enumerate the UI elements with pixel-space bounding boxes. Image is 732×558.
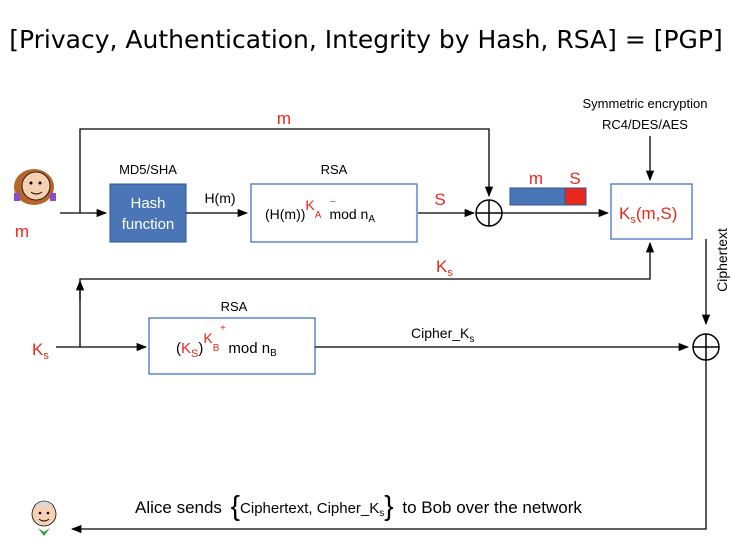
send-pre: Alice sends — [135, 498, 222, 517]
page-title: [Privacy, Authentication, Integrity by H… — [9, 25, 723, 54]
rsa-sign-box — [250, 183, 418, 243]
bar-signature-segment — [564, 187, 587, 206]
send-sentence: Alice sends {Ciphertext, Cipher_Ks} to B… — [135, 490, 582, 521]
ks-box-s: s — [630, 214, 636, 226]
session-key-mid-label: Ks — [436, 257, 453, 279]
session-key-input-label: Ks — [32, 340, 49, 362]
rsa2-mod-sub: B — [270, 348, 277, 359]
rsa2-open: ( — [176, 340, 181, 357]
send-brace-open: { — [231, 490, 240, 521]
rsa2-mod: mod n — [228, 340, 270, 357]
rsa-encrypt-box — [148, 317, 316, 375]
send-inner-sub: s — [379, 508, 384, 519]
rsa-expr-mod-sub: A — [368, 214, 375, 225]
hash-label-line2: function — [122, 216, 175, 233]
rsa-expr-key-mark: − — [330, 197, 336, 208]
symmetric-encrypt-box — [610, 183, 693, 240]
hm-label: H(m) — [204, 190, 235, 206]
send-post: to Bob over the network — [402, 498, 582, 517]
rsa-expr-key-sub: A — [315, 210, 322, 221]
ciphertext-label: Ciphertext — [714, 228, 730, 292]
alice-message-label: m — [15, 222, 29, 241]
rsa-bottom-label: RSA — [221, 299, 248, 314]
concat-operator-icon — [475, 199, 503, 227]
bar-message-segment — [509, 187, 566, 206]
bar-message-label: m — [529, 169, 543, 188]
symmetric-label-line2: RC4/DES/AES — [602, 117, 688, 132]
signature-label: S — [434, 190, 445, 209]
send-brace-close: } — [384, 490, 393, 521]
message-bypass-arrow — [79, 128, 494, 213]
rsa-expr-key: K — [305, 197, 315, 213]
send-to-bob-arrow — [70, 360, 707, 534]
send-inner: Ciphertext, Cipher_K — [240, 500, 379, 517]
rsa2-key-sub: B — [213, 343, 220, 354]
ks-box-k: K — [619, 204, 631, 223]
session-key-up-arrow — [79, 241, 655, 347]
combine-operator-icon — [692, 333, 720, 361]
cipher-ks-label: Cipher_Ks — [411, 325, 474, 345]
rsa-expr-base: (H(m)) — [265, 206, 305, 222]
bob-figure-icon — [31, 500, 57, 536]
symmetric-label-line1: Symmetric encryption — [583, 96, 708, 111]
hash-label-line1: Hash — [130, 195, 165, 212]
hash-function-box — [109, 183, 187, 243]
rsa2-key-mark: + — [220, 323, 226, 334]
alice-figure-icon — [14, 169, 56, 205]
md5-sha-label: MD5/SHA — [119, 162, 177, 177]
bar-signature-label: S — [569, 169, 580, 188]
ks-box-rest: (m,S) — [636, 204, 678, 223]
rsa2-k: K — [181, 340, 191, 357]
rsa-expr-mod: mod n — [329, 206, 368, 222]
symmetric-encrypt-expression: Ks(m,S) — [619, 204, 677, 226]
rsa2-key: K — [203, 330, 213, 346]
rsa2-close: ) — [198, 340, 203, 357]
message-top-label: m — [277, 109, 291, 128]
rsa-top-label: RSA — [321, 162, 348, 177]
rsa2-s: S — [191, 348, 198, 360]
